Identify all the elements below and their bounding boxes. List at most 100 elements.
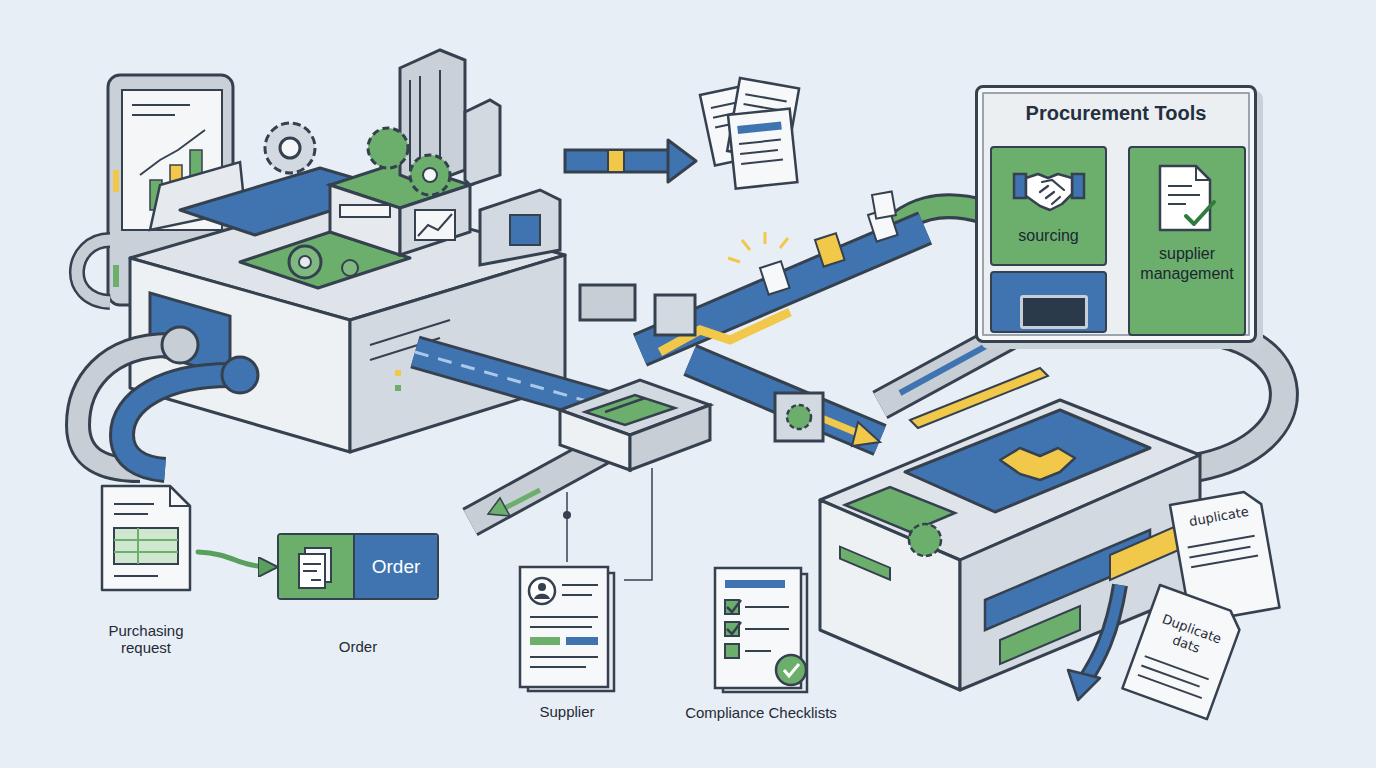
drawing-part xyxy=(510,215,540,245)
drawing-part xyxy=(745,628,789,630)
drawing-part xyxy=(1168,194,1200,196)
drawing-part xyxy=(1085,585,1120,680)
drawing-part xyxy=(764,232,767,244)
document-figure: Purchasing request xyxy=(96,482,196,661)
drawing-part xyxy=(1145,656,1209,679)
drawing-part xyxy=(725,644,739,658)
drawing-part xyxy=(566,637,598,645)
document-note: duplicate xyxy=(1186,504,1252,530)
panel-slot xyxy=(990,271,1107,333)
icon-holder xyxy=(711,566,811,696)
drawing-part xyxy=(565,150,670,172)
drawing-part xyxy=(1188,536,1255,548)
drawing-part xyxy=(303,570,317,572)
drawing-part xyxy=(280,138,300,158)
drawing-part xyxy=(845,487,955,532)
drawing-part xyxy=(580,285,635,320)
handshake-icon xyxy=(1012,162,1086,216)
drawing-part xyxy=(739,140,781,144)
drawing-part xyxy=(265,123,315,173)
drawing-part xyxy=(114,539,178,541)
drawing-part xyxy=(114,528,178,564)
drawing-part xyxy=(1168,203,1186,205)
drawing-part xyxy=(1000,448,1075,480)
drawing-part xyxy=(840,547,890,580)
drawing-part xyxy=(418,214,452,236)
drawing-part xyxy=(222,357,258,393)
icon-holder xyxy=(98,482,194,594)
tool-box: supplier management xyxy=(1128,146,1246,336)
drawing-part xyxy=(113,170,119,192)
drawing-part xyxy=(624,468,652,580)
drawing-part xyxy=(140,130,205,175)
drawing-part xyxy=(655,295,695,335)
drawing-part xyxy=(480,190,560,265)
document-figure: Supplier xyxy=(512,565,622,725)
drawing-part xyxy=(1122,585,1244,719)
drawing-part xyxy=(608,150,624,172)
drawing-part xyxy=(1122,585,1244,719)
drawing-part xyxy=(1072,174,1084,198)
drawing-part xyxy=(488,498,510,516)
drawing-part xyxy=(102,486,190,590)
drawing-part xyxy=(1138,675,1202,698)
drawing-part xyxy=(299,256,311,268)
order-caption: Order xyxy=(339,638,377,655)
order-card-right: Order xyxy=(355,535,437,598)
drawing-part xyxy=(1085,585,1120,680)
drawing-part xyxy=(395,370,401,376)
drawing-part xyxy=(534,594,550,599)
drawing-part xyxy=(395,385,401,391)
drawing-part xyxy=(530,616,598,618)
document-figure: Compliance Checklists xyxy=(672,566,850,726)
drawing-part xyxy=(815,233,845,266)
drawing-part xyxy=(368,128,408,168)
drawing-part xyxy=(114,513,148,515)
drawing-part xyxy=(562,594,592,596)
drawing-part xyxy=(1040,180,1064,204)
drawing-part xyxy=(668,140,696,182)
drawing-part xyxy=(1068,670,1100,700)
drawing-part xyxy=(113,265,119,287)
icon-holder xyxy=(1012,162,1086,216)
drawing-part xyxy=(299,554,325,588)
drawing-part xyxy=(415,210,455,240)
drawing-part xyxy=(423,168,437,182)
document-caption: Supplier xyxy=(539,703,594,720)
drawing-part xyxy=(640,228,925,350)
supplier-document-icon xyxy=(516,565,618,695)
document-check-icon xyxy=(1156,162,1218,234)
drawing-part xyxy=(122,375,230,470)
drawing-part xyxy=(465,100,500,185)
panel-slot-opening xyxy=(1020,295,1088,329)
drawing-part xyxy=(520,567,608,687)
drawing-part xyxy=(409,80,411,170)
drawing-part xyxy=(77,240,110,302)
drawing-part xyxy=(820,500,960,690)
drawing-part xyxy=(170,486,190,506)
drawing-part xyxy=(585,395,675,425)
drawing-part xyxy=(311,579,321,581)
drawing-part xyxy=(122,375,230,470)
drawing-part xyxy=(727,622,741,634)
drawing-part xyxy=(872,192,896,219)
drawing-part xyxy=(340,205,390,217)
drawing-part xyxy=(905,410,1150,512)
drawing-part xyxy=(728,109,797,189)
drawing-part xyxy=(728,232,788,262)
order-document-icon xyxy=(293,544,339,590)
drawing-part xyxy=(787,405,811,429)
drawing-part xyxy=(1141,665,1199,686)
drawing-part xyxy=(690,360,880,440)
drawing-part xyxy=(1168,185,1192,187)
tool-box: sourcing xyxy=(990,146,1107,266)
drawing-part xyxy=(303,563,321,565)
drawing-part xyxy=(1000,606,1080,664)
drawing-part xyxy=(605,398,645,412)
drawing-part xyxy=(728,109,797,189)
drawing-part xyxy=(505,490,540,508)
drawing-part xyxy=(776,655,806,685)
icon-holder xyxy=(293,544,339,590)
drawing-part xyxy=(784,664,799,676)
